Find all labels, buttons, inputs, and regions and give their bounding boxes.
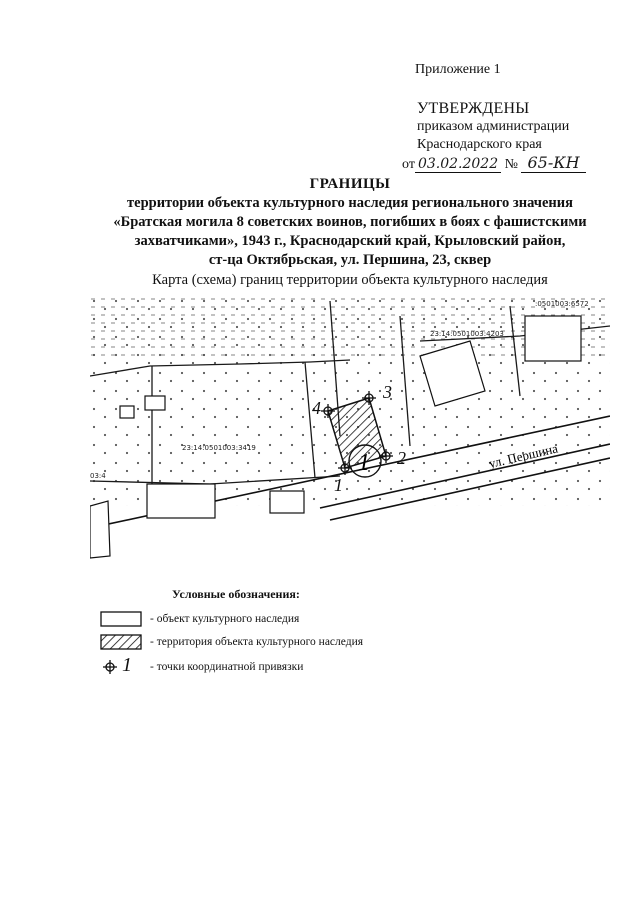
hatched-rectangle-icon	[100, 634, 142, 650]
cadastral-label: 03:4	[90, 472, 106, 480]
buildings	[90, 315, 582, 559]
point-3	[362, 391, 376, 405]
point-label: 3	[382, 382, 392, 402]
legend-text: - точки координатной привязки	[150, 661, 304, 673]
crosshair-point-icon	[103, 660, 117, 674]
approved-by-line2: Краснодарского края	[417, 137, 542, 152]
map-caption: Карта (схема) границ территории объекта …	[152, 272, 548, 288]
point-1	[338, 461, 352, 475]
heritage-object	[348, 444, 382, 478]
date-prefix: от	[402, 157, 415, 172]
title-line2: «Братская могила 8 советских воинов, пог…	[113, 214, 587, 230]
legend-title: Условные обозначения:	[172, 587, 300, 601]
point-2	[379, 449, 393, 463]
document-title: ГРАНИЦЫ территории объекта культурного н…	[60, 175, 639, 270]
point-label: 4	[312, 398, 321, 418]
point-label: 2	[397, 448, 406, 468]
legend-item-point: 1 - точки координатной привязки	[100, 654, 303, 680]
title-line4: ст-ца Октябрьская, ул. Першина, 23, скве…	[208, 252, 492, 268]
coordinate-points	[321, 391, 393, 475]
appendix-label: Приложение 1	[415, 62, 501, 77]
approved-by-line1: приказом администрации	[417, 119, 570, 134]
cadastral-label: :0501003:6572	[535, 300, 589, 308]
title-line3: захватчиками», 1943 г., Краснодарский кр…	[134, 233, 566, 249]
cadastral-labels: 23:14:0501003:3419 23:14:0501003:4203 :0…	[90, 300, 589, 480]
empty-rectangle-icon	[100, 611, 142, 627]
cadastral-label: 23:14:0501003:4203	[430, 330, 504, 338]
legend-item-territory: - территория объекта культурного наследи…	[100, 633, 363, 653]
title-main: ГРАНИЦЫ	[309, 176, 391, 192]
legend-text: - территория объекта культурного наследи…	[150, 636, 364, 648]
approved-heading: УТВЕРЖДЕНЫ	[417, 100, 530, 117]
cadastral-label: 23:14:0501003:3419	[182, 444, 256, 452]
point-4	[321, 404, 335, 418]
handwritten-date: 03.02.2022	[414, 156, 502, 173]
handwritten-number: 65-КН	[521, 153, 586, 173]
cadastral-map: ул. Першина 23:14:0501003:3419 23:14:050…	[90, 296, 610, 568]
point-label: 1	[334, 475, 343, 495]
legend-sample-number: 1	[122, 654, 132, 676]
legend-text: - объект культурного наследия	[150, 613, 300, 625]
legend-item-object: - объект культурного наследия	[100, 610, 299, 630]
title-line1: территории объекта культурного наследия …	[127, 195, 573, 211]
number-prefix: №	[504, 157, 518, 172]
hatched-parcels	[90, 296, 610, 356]
object-number: 1	[358, 450, 370, 476]
